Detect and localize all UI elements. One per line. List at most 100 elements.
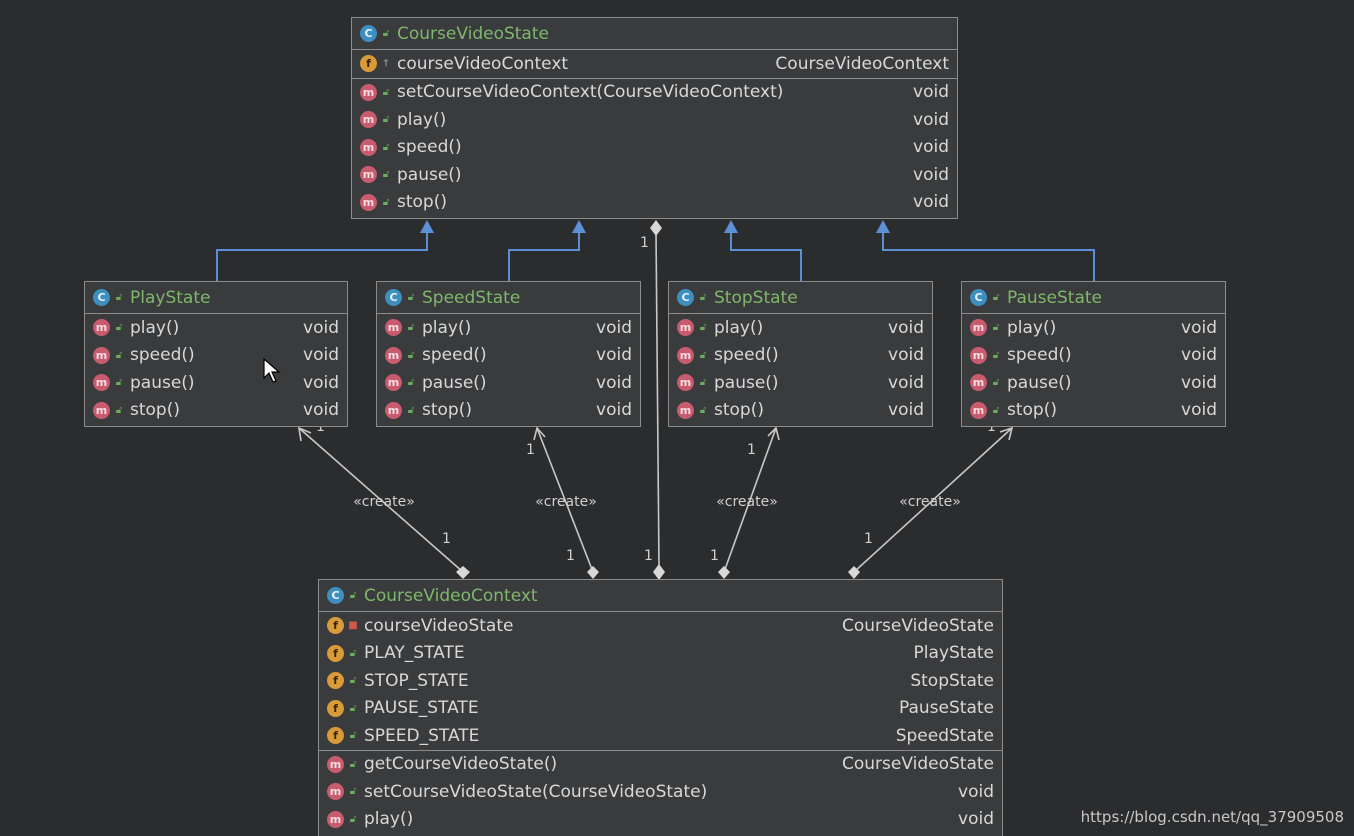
method-icon: m [93, 374, 110, 392]
diamond-playstate [456, 566, 470, 579]
method-icon: m [360, 111, 377, 129]
static-field-icon: f [327, 699, 344, 717]
method-type: void [913, 137, 949, 158]
assoc-speedstate-line [536, 427, 594, 573]
public-icon: 🔓︎ [115, 404, 123, 416]
field-icon: f [360, 55, 377, 73]
method-type: void [303, 345, 339, 366]
public-icon: 🔓︎ [992, 349, 1000, 361]
public-icon: 🔓︎ [349, 730, 357, 742]
class-box-pausestate[interactable]: C 🔓︎ PauseState m 🔓︎ play() void m 🔓︎ speed()… [961, 281, 1226, 427]
public-icon: 🔓︎ [115, 349, 123, 361]
protected-icon: † [383, 58, 389, 70]
public-icon: 🔓︎ [992, 322, 1000, 334]
public-icon: 🔓︎ [699, 322, 707, 334]
static-field-icon: f [327, 672, 344, 690]
method-name: play() [364, 809, 414, 830]
class-icon: C [385, 289, 402, 306]
class-icon: C [327, 587, 344, 604]
class-box-coursevideocontext[interactable]: C 🔓︎ CourseVideoContext f■courseVideoSta… [318, 579, 1003, 836]
inheritance-lines [216, 232, 1095, 281]
inherit-arrowhead-3 [724, 220, 738, 233]
method-icon: m [385, 319, 402, 337]
method-row: m🔓︎pause()void [85, 369, 347, 397]
private-lock-icon: ■ [348, 620, 358, 632]
arrowhead-playstate [297, 426, 312, 442]
class-header: C 🔓︎ CourseVideoState [352, 18, 957, 50]
method-row: m 🔓︎ speed() void [962, 342, 1225, 370]
class-header: C 🔓︎ CourseVideoContext [319, 580, 1002, 612]
method-type: void [596, 372, 632, 393]
field-type: PlayState [913, 643, 994, 664]
inherit-arrowhead-4 [876, 220, 890, 233]
field-name: PLAY_STATE [364, 643, 465, 664]
method-type: void [913, 82, 949, 103]
public-icon: 🔓︎ [382, 141, 390, 153]
arrowhead-speedstate [533, 426, 546, 441]
method-type: void [303, 317, 339, 338]
method-icon: m [360, 193, 377, 211]
multiplicity-label: 1 [747, 442, 756, 458]
method-name: setCourseVideoState(CourseVideoState) [364, 781, 708, 802]
class-name: SpeedState [422, 287, 521, 308]
field-name: courseVideoContext [397, 53, 569, 74]
method-type: void [888, 400, 924, 421]
method-name: speed() [1007, 345, 1072, 366]
method-icon: m [385, 374, 402, 392]
method-row: m🔓︎play()void [85, 314, 347, 342]
method-icon: m [385, 401, 402, 419]
public-icon: 🔓︎ [349, 647, 357, 659]
method-type: void [888, 345, 924, 366]
class-box-coursevideostate[interactable]: C 🔓︎ CourseVideoState f † courseVideoCon… [351, 17, 958, 219]
field-type: CourseVideoState [842, 615, 994, 636]
method-type: void [913, 109, 949, 130]
class-box-speedstate[interactable]: C 🔓︎ SpeedState m🔓︎play()void m🔓︎speed()… [376, 281, 641, 427]
public-icon: 🔓︎ [407, 404, 415, 416]
method-name: pause() [130, 372, 195, 393]
public-icon: 🔓︎ [349, 590, 357, 601]
method-icon: m [327, 783, 344, 801]
class-box-playstate[interactable]: C 🔓︎ PlayState m🔓︎play()void m🔓︎speed()v… [84, 281, 348, 427]
method-name: stop() [1007, 400, 1057, 421]
method-type: void [913, 192, 949, 213]
public-icon: 🔓︎ [699, 404, 707, 416]
method-name: play() [1007, 317, 1057, 338]
public-icon: 🔓︎ [382, 196, 390, 208]
method-name: play() [714, 317, 764, 338]
method-row: m 🔓︎ setCourseVideoContext(CourseVideoCo… [352, 79, 957, 107]
method-icon: m [970, 346, 987, 364]
method-row: m 🔓︎ pause() void [352, 161, 957, 189]
diamond-bottom-center [653, 564, 665, 580]
field-row: f † courseVideoContext CourseVideoContex… [352, 50, 957, 78]
public-icon: 🔓︎ [115, 322, 123, 334]
method-icon: m [93, 346, 110, 364]
class-box-stopstate[interactable]: C 🔓︎ StopState m🔓︎play()void m🔓︎speed()v… [668, 281, 933, 427]
method-row: m🔓︎play()void [319, 806, 1002, 834]
method-row: m🔓︎getCourseVideoState()CourseVideoState [319, 751, 1002, 779]
class-header: C 🔓︎ PauseState [962, 282, 1225, 314]
class-icon: C [93, 289, 110, 306]
method-name: pause() [1007, 372, 1072, 393]
public-icon: 🔓︎ [349, 758, 357, 770]
public-icon: 🔓︎ [407, 377, 415, 389]
method-icon: m [360, 83, 377, 101]
public-icon: 🔓︎ [992, 377, 1000, 389]
multiplicity-label: 1 [710, 548, 719, 564]
field-name: PAUSE_STATE [364, 698, 479, 719]
static-field-icon: f [327, 727, 344, 745]
method-name: play() [397, 109, 447, 130]
method-name: speed() [130, 345, 195, 366]
field-type: PauseState [899, 698, 994, 719]
public-icon: 🔓︎ [349, 813, 357, 825]
inherit-stopstate-line [730, 232, 802, 281]
field-icon: f [327, 617, 344, 635]
method-type: void [1181, 372, 1217, 393]
public-icon: 🔓︎ [699, 349, 707, 361]
public-icon: 🔓︎ [382, 86, 390, 98]
inheritance-arrowheads [420, 220, 890, 233]
method-type: void [1181, 345, 1217, 366]
multiplicity-label: 1 [987, 419, 996, 435]
